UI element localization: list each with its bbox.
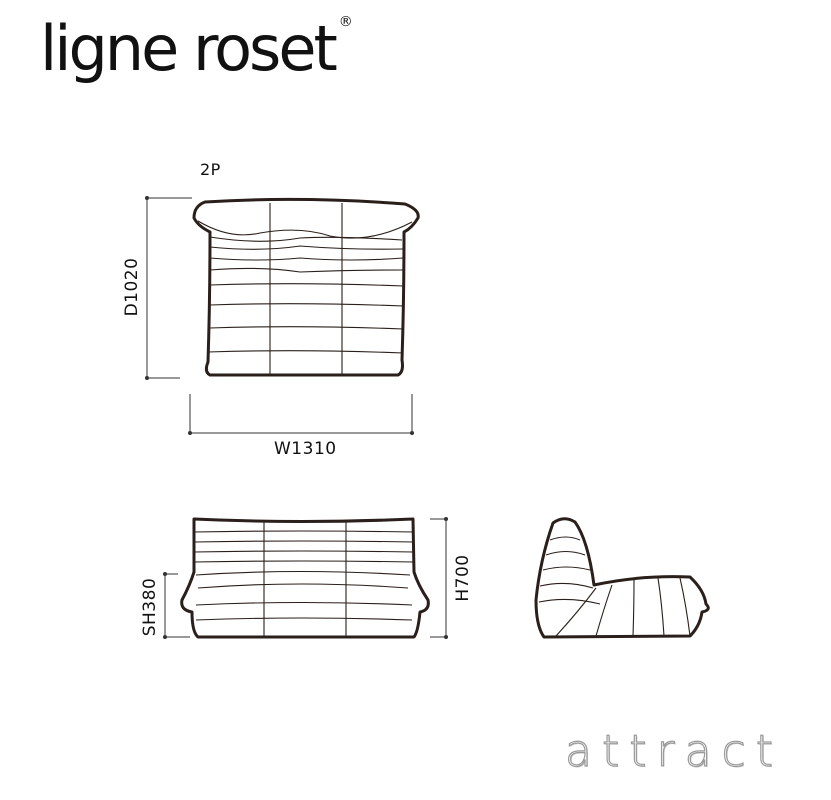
side-view-outline [534, 517, 710, 639]
top-view-fold [209, 236, 403, 242]
seat-height-tick [163, 635, 167, 639]
side-view [534, 517, 710, 639]
depth-dimension-line [145, 197, 192, 379]
seat-height-dimension-line [163, 573, 190, 638]
height-dimension-line [430, 518, 448, 638]
front-view-fold [193, 550, 414, 553]
side-view-fold [549, 536, 581, 541]
front-view-fold [197, 583, 409, 589]
side-view-fold [539, 582, 594, 589]
top-view-fold [207, 350, 404, 354]
top-view-fold [197, 220, 413, 239]
width-dimension-label: W1310 [274, 439, 337, 459]
variant-label: 2P [200, 160, 221, 179]
side-view-fold [657, 577, 665, 637]
height-dimension-label: H700 [453, 554, 473, 602]
depth-tick [145, 196, 149, 200]
front-view-fold [193, 530, 414, 533]
side-view-fold [679, 577, 691, 637]
front-view-fold [195, 617, 413, 621]
side-view-fold [542, 566, 591, 571]
front-view-fold [195, 570, 411, 576]
attract-watermark: attract [564, 725, 783, 777]
height-tick [444, 635, 448, 639]
logo-text: ligne roset [40, 12, 338, 85]
front-view [163, 517, 448, 639]
front-view-fold [193, 560, 414, 563]
depth-dimension-label: D1020 [122, 257, 142, 317]
depth-tick [145, 376, 149, 380]
registered-mark: ® [338, 14, 353, 31]
top-view-fold [209, 283, 404, 287]
seat-height-dimension-label: SH380 [140, 577, 160, 637]
side-view-fold [632, 579, 635, 637]
width-tick [188, 431, 192, 435]
top-view-fold [209, 245, 404, 250]
side-view-fold [555, 587, 597, 637]
front-view-outline [180, 517, 430, 639]
top-view [145, 196, 420, 435]
side-view-fold [545, 550, 586, 556]
front-view-fold [195, 601, 413, 606]
side-view-fold [538, 598, 601, 605]
top-view-fold [209, 326, 404, 330]
seat-height-tick [163, 572, 167, 576]
ligne-roset-logo: ligne roset® [40, 15, 353, 80]
front-view-fold [193, 540, 414, 543]
width-tick [410, 431, 414, 435]
width-dimension-line [189, 394, 413, 434]
top-view-fold [209, 303, 404, 307]
top-view-fold [209, 267, 404, 273]
top-view-outline [192, 197, 420, 377]
side-view-fold [595, 584, 613, 637]
top-view-fold [209, 257, 404, 261]
height-tick [444, 517, 448, 521]
